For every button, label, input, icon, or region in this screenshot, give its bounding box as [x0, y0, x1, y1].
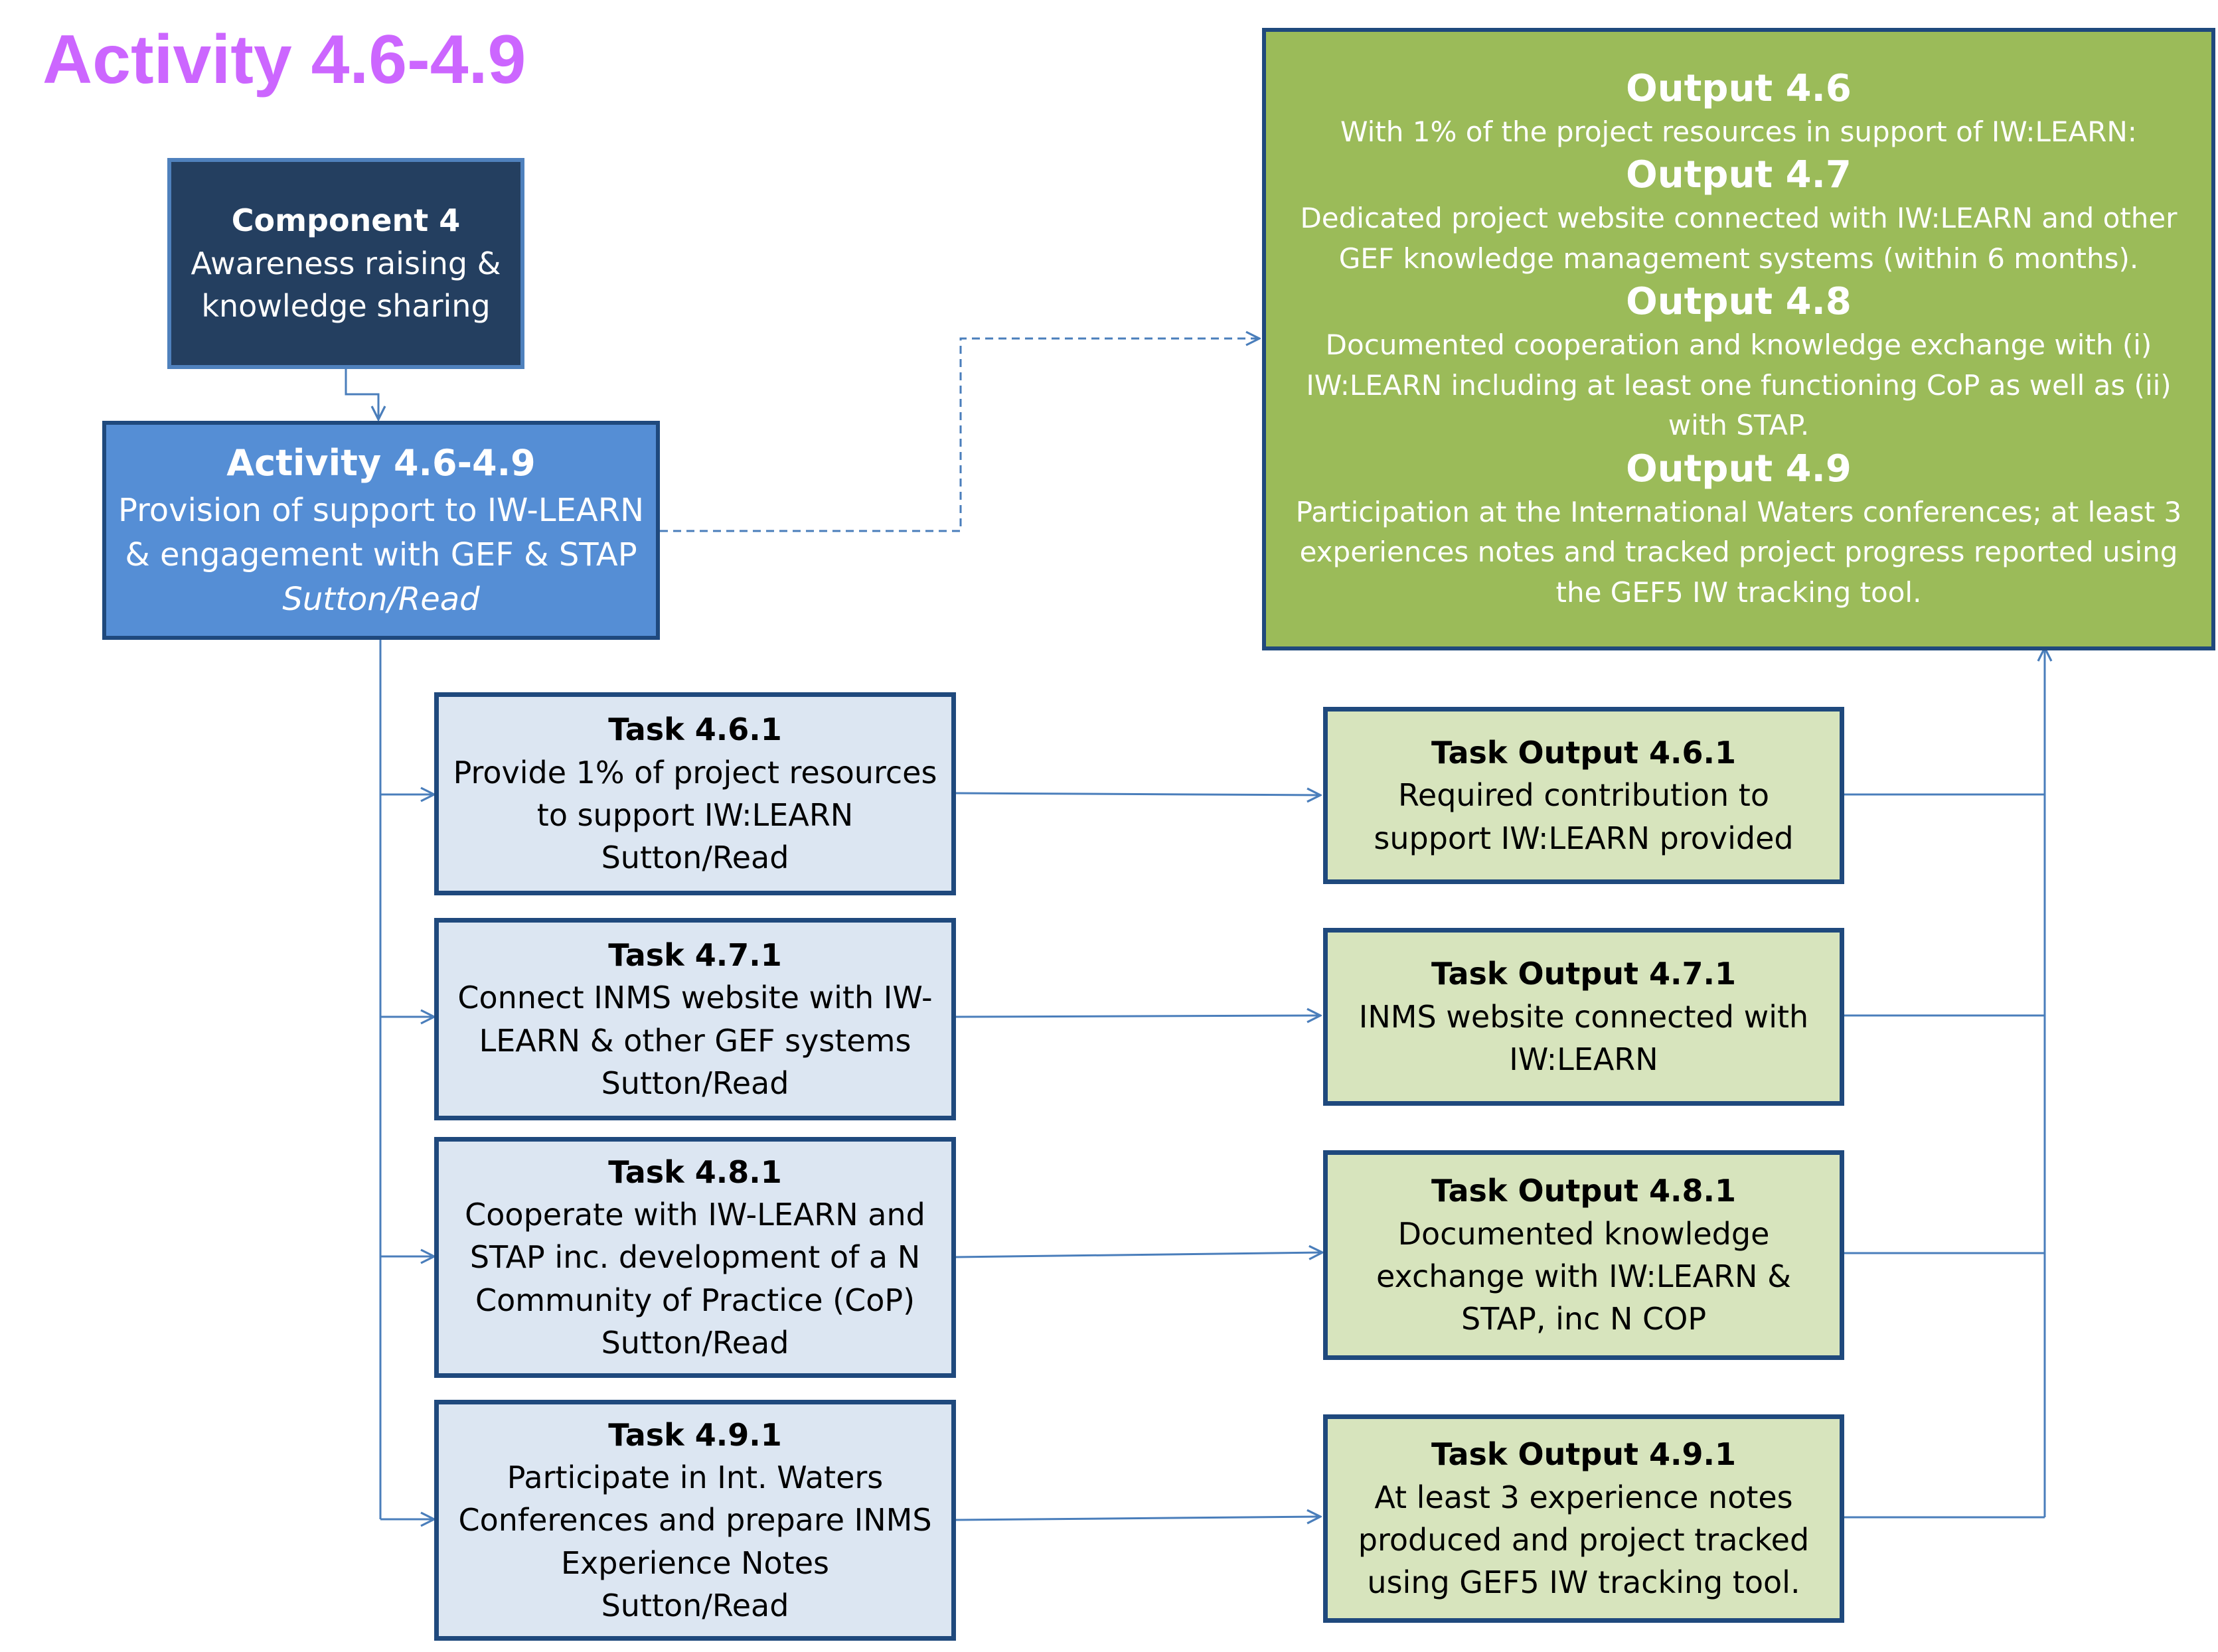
activity-heading: Activity 4.6-4.9: [226, 442, 536, 485]
task-4-7-1-box: Task 4.7.1 Connect INMS website with IW-…: [434, 918, 956, 1120]
task-4-8-1-box: Task 4.8.1 Cooperate with IW-LEARN and S…: [434, 1137, 956, 1378]
component-line: knowledge sharing: [201, 288, 491, 325]
output-heading: Output 4.8: [1626, 280, 1852, 324]
task-heading: Task 4.7.1: [608, 937, 782, 973]
task-output-line: support IW:LEARN provided: [1374, 820, 1794, 856]
task-line: Experience Notes: [560, 1544, 829, 1581]
activity-to-outputs-connector: [660, 338, 1259, 532]
task-line: Connect INMS website with IW-: [457, 980, 933, 1016]
task-4-9-1-to-output-connector: [955, 1517, 1320, 1520]
component-to-activity-connector: [345, 369, 378, 419]
task-heading: Task 4.8.1: [608, 1154, 782, 1190]
task-4-9-1-box: Task 4.9.1 Participate in Int. Waters Co…: [434, 1400, 956, 1641]
task-output-heading: Task Output 4.9.1: [1431, 1436, 1736, 1473]
outputs-box: Output 4.6 With 1% of the project resour…: [1262, 28, 2215, 650]
component-4-box: Component 4 Awareness raising & knowledg…: [167, 158, 524, 369]
task-line: Provide 1% of project resources: [453, 754, 937, 790]
task-output-line: produced and project tracked: [1358, 1522, 1810, 1558]
task-line: to support IW:LEARN: [536, 797, 854, 833]
activity-line: Provision of support to IW-LEARN: [118, 492, 644, 530]
task-lead: Sutton/Read: [601, 1588, 789, 1624]
task-output-heading: Task Output 4.7.1: [1431, 956, 1736, 992]
task-output-line: IW:LEARN: [1509, 1041, 1658, 1078]
task-line: Community of Practice (CoP): [475, 1282, 915, 1318]
task-line: LEARN & other GEF systems: [479, 1022, 911, 1059]
task-output-line: Documented knowledge: [1397, 1215, 1770, 1252]
task-output-line: exchange with IW:LEARN &: [1376, 1258, 1791, 1294]
task-lead: Sutton/Read: [601, 840, 789, 876]
task-output-line: Required contribution to: [1398, 777, 1769, 814]
output-text: With 1% of the project resources in supp…: [1340, 115, 2137, 148]
task-output-4-8-1-box: Task Output 4.8.1 Documented knowledge e…: [1323, 1150, 1844, 1360]
output-text: Documented cooperation and knowledge exc…: [1306, 329, 2172, 442]
output-heading: Output 4.6: [1626, 66, 1852, 110]
task-output-4-9-1-box: Task Output 4.9.1 At least 3 experience …: [1323, 1414, 1844, 1623]
task-output-heading: Task Output 4.6.1: [1431, 734, 1736, 771]
task-output-line: At least 3 experience notes: [1374, 1479, 1793, 1515]
task-output-line: STAP, inc N COP: [1461, 1301, 1707, 1337]
output-heading: Output 4.7: [1626, 153, 1852, 197]
activity-line: & engagement with GEF & STAP: [125, 536, 637, 574]
task-line: Participate in Int. Waters: [507, 1459, 884, 1495]
task-lead: Sutton/Read: [601, 1325, 789, 1361]
task-output-line: INMS website connected with: [1358, 998, 1809, 1035]
task-heading: Task 4.9.1: [608, 1416, 782, 1453]
task-lead: Sutton/Read: [601, 1065, 789, 1101]
task-line: Conferences and prepare INMS: [458, 1502, 932, 1539]
output-text: Participation at the International Water…: [1295, 495, 2182, 609]
task-4-6-1-box: Task 4.6.1 Provide 1% of project resourc…: [434, 692, 956, 895]
page-title: Activity 4.6-4.9: [42, 21, 526, 98]
task-4-6-1-to-output-connector: [955, 793, 1320, 795]
task-line: Cooperate with IW-LEARN and: [465, 1196, 925, 1233]
component-line: Awareness raising &: [191, 245, 501, 281]
component-heading: Component 4: [231, 202, 461, 239]
task-output-heading: Task Output 4.8.1: [1431, 1173, 1736, 1209]
output-heading: Output 4.9: [1626, 447, 1852, 490]
task-line: STAP inc. development of a N: [469, 1239, 921, 1276]
task-4-7-1-to-output-connector: [955, 1015, 1320, 1017]
activity-lead: Sutton/Read: [282, 581, 480, 619]
task-4-8-1-to-output-connector: [955, 1252, 1322, 1257]
output-text: Dedicated project website connected with…: [1300, 202, 2178, 275]
task-output-line: using GEF5 IW tracking tool.: [1367, 1564, 1800, 1601]
task-output-4-7-1-box: Task Output 4.7.1 INMS website connected…: [1323, 928, 1844, 1106]
task-heading: Task 4.6.1: [608, 712, 782, 748]
task-output-4-6-1-box: Task Output 4.6.1 Required contribution …: [1323, 707, 1844, 884]
activity-box: Activity 4.6-4.9 Provision of support to…: [102, 421, 660, 640]
